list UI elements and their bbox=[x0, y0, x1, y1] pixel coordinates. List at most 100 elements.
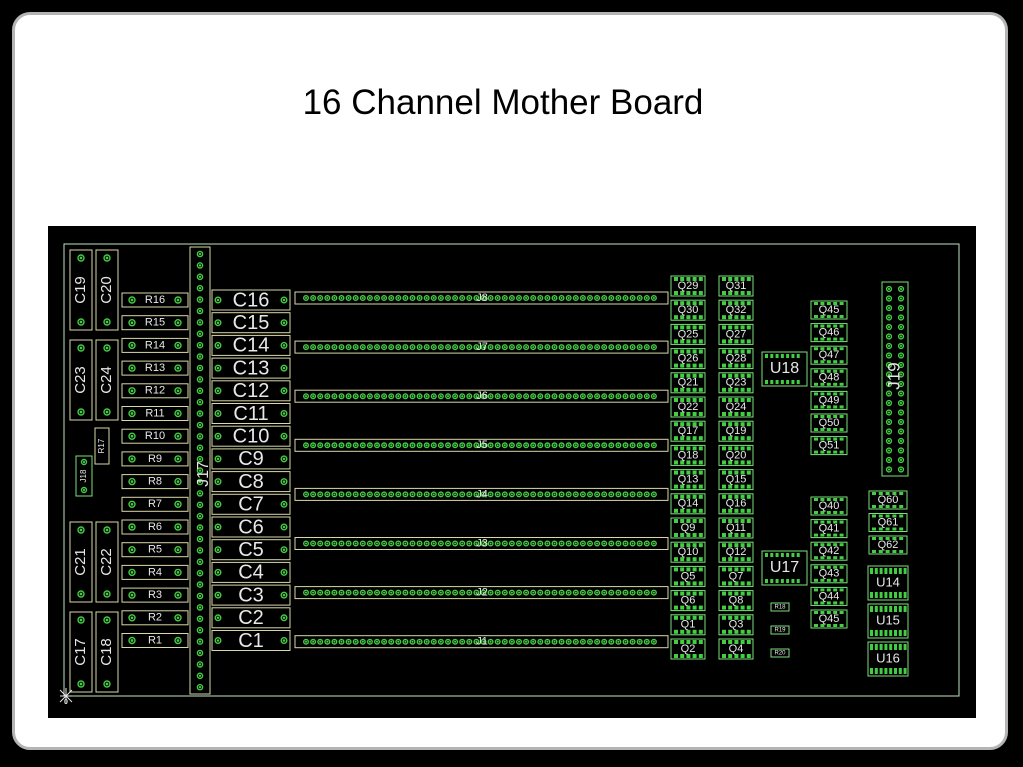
pad-ring bbox=[317, 638, 324, 645]
capacitor-body bbox=[211, 425, 291, 447]
pad-hole bbox=[532, 296, 535, 300]
pad-hole bbox=[887, 401, 891, 405]
pin bbox=[310, 491, 317, 498]
resistor-body bbox=[121, 610, 189, 626]
pad-hole bbox=[596, 493, 599, 496]
pad-hole bbox=[887, 297, 891, 300]
pad-ring bbox=[128, 455, 136, 463]
pad-hole bbox=[312, 395, 315, 398]
part-label: R17 bbox=[97, 438, 106, 453]
pin bbox=[636, 442, 643, 449]
pin bbox=[622, 393, 629, 400]
transistor-Q46: Q46 bbox=[810, 323, 848, 343]
pin bbox=[746, 615, 751, 620]
capacitor-label: C24 bbox=[98, 366, 115, 394]
pad-hole bbox=[617, 395, 620, 398]
capacitor-C19: C19 bbox=[69, 249, 93, 331]
pad-ring bbox=[196, 615, 204, 623]
transistor-label: Q32 bbox=[726, 304, 747, 316]
pad-hole bbox=[899, 287, 903, 291]
pad-hole bbox=[383, 296, 386, 300]
pad bbox=[77, 344, 85, 352]
pad-hole bbox=[489, 346, 492, 349]
pin bbox=[740, 494, 745, 499]
pin bbox=[423, 638, 430, 645]
pin bbox=[740, 629, 745, 634]
pad-ring bbox=[565, 393, 572, 400]
pad-hole bbox=[517, 296, 521, 300]
transistor-Q42: Q42 bbox=[810, 541, 848, 561]
part-R17: R17 bbox=[94, 427, 110, 465]
pad-hole bbox=[361, 542, 364, 545]
pin bbox=[740, 533, 745, 537]
pad-ring bbox=[530, 344, 537, 351]
transistor-label: Q29 bbox=[678, 280, 699, 292]
pad-hole bbox=[176, 366, 180, 370]
pad-hole bbox=[282, 412, 286, 415]
pad-hole bbox=[588, 542, 592, 545]
pad-ring bbox=[196, 455, 204, 463]
pad-ring bbox=[572, 442, 579, 449]
pin bbox=[740, 460, 745, 465]
pin bbox=[698, 640, 703, 644]
pin bbox=[608, 540, 615, 547]
pin bbox=[196, 581, 204, 588]
pad-ring bbox=[128, 318, 136, 327]
pin bbox=[734, 398, 739, 402]
pad-ring bbox=[544, 344, 551, 351]
pin bbox=[826, 588, 831, 592]
pad-ring bbox=[196, 364, 204, 372]
ic-U18: U18 bbox=[761, 351, 808, 387]
pin bbox=[680, 605, 685, 610]
pin bbox=[565, 294, 572, 301]
pin bbox=[814, 520, 818, 524]
pad bbox=[128, 568, 136, 577]
pin bbox=[459, 638, 466, 645]
pin bbox=[473, 491, 480, 498]
pad-hole bbox=[354, 493, 357, 496]
pin bbox=[692, 567, 697, 572]
pad-ring bbox=[608, 294, 615, 301]
pad-ring bbox=[374, 294, 381, 301]
pin bbox=[740, 436, 745, 441]
pad bbox=[280, 546, 288, 554]
pin bbox=[459, 589, 466, 596]
pin bbox=[615, 393, 622, 400]
pad-ring bbox=[423, 294, 430, 301]
pin bbox=[885, 352, 893, 359]
pin bbox=[814, 369, 818, 373]
pin bbox=[839, 611, 844, 614]
pad-hole bbox=[617, 640, 620, 643]
pin bbox=[537, 540, 544, 547]
pad-ring bbox=[374, 589, 381, 596]
pin bbox=[692, 387, 697, 392]
pad-ring bbox=[537, 589, 544, 596]
pin bbox=[814, 428, 818, 431]
pin bbox=[722, 301, 726, 306]
pad-ring bbox=[196, 490, 204, 497]
pad-ring bbox=[494, 442, 501, 449]
pin bbox=[826, 315, 831, 318]
pin bbox=[874, 606, 878, 612]
transistor-label: Q40 bbox=[819, 500, 840, 512]
pad-hole bbox=[82, 488, 86, 492]
pin bbox=[833, 324, 838, 328]
pin bbox=[430, 294, 437, 301]
pad-hole bbox=[347, 640, 350, 643]
pin bbox=[740, 470, 745, 475]
pad-ring bbox=[338, 442, 345, 449]
pin bbox=[734, 605, 739, 610]
pin bbox=[820, 588, 825, 592]
pad-ring bbox=[128, 432, 136, 440]
transistor-body bbox=[810, 300, 848, 320]
pad-hole bbox=[340, 542, 343, 545]
pad-hole bbox=[496, 591, 499, 594]
pin bbox=[331, 442, 338, 449]
capacitor-label: C4 bbox=[238, 562, 264, 584]
pin bbox=[722, 591, 726, 596]
pad-hole bbox=[368, 346, 371, 349]
pin bbox=[537, 491, 544, 498]
pin bbox=[833, 624, 838, 627]
pin bbox=[833, 588, 838, 592]
transistor-Q8: Q8 bbox=[718, 590, 754, 612]
